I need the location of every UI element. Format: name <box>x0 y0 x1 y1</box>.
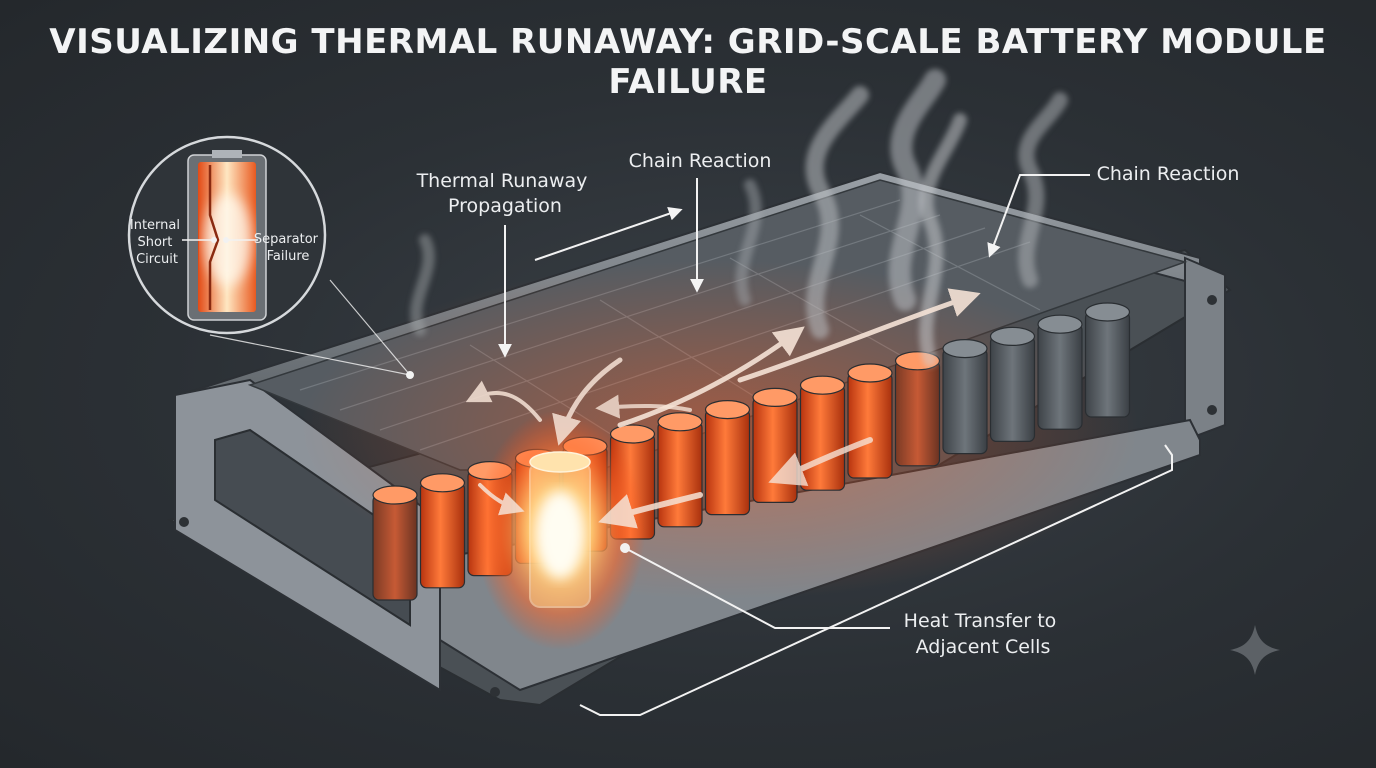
failing-cell-cap <box>529 451 591 473</box>
smoke-plume <box>888 69 946 311</box>
sparkle-icon <box>1230 625 1280 675</box>
inset-pointer-right-dot <box>223 237 229 243</box>
battery-cell <box>799 375 846 491</box>
inset-pointer-left-dot <box>211 237 217 243</box>
inset-magnifier <box>127 135 327 335</box>
heat-arrow <box>768 437 873 487</box>
battery-cell <box>419 473 466 589</box>
module-bracket <box>579 444 1173 716</box>
battery-cell <box>657 412 703 528</box>
heat-arrow <box>598 492 703 529</box>
failing-cell-core <box>536 491 584 579</box>
battery-cell <box>942 339 988 455</box>
heat-arrow <box>478 483 525 516</box>
heat-transfer-leader <box>624 547 890 629</box>
battery-cell <box>894 351 941 467</box>
failing-cell <box>475 410 645 650</box>
heat-arrow <box>617 326 805 428</box>
inset-leader <box>209 334 411 376</box>
inset-terminal <box>212 150 242 158</box>
mount-hole <box>179 517 189 527</box>
heat-arrow <box>737 288 981 383</box>
heat-arrow <box>552 357 623 446</box>
smoke-plume <box>735 179 762 306</box>
inset-label-internal-short: Internal Short Circuit <box>130 218 184 267</box>
separator-line <box>208 165 220 310</box>
label-propagation: Thermal Runaway Propagation <box>416 170 594 217</box>
label-chain-reaction-right: Chain Reaction <box>1097 163 1240 185</box>
heat-arrow <box>595 394 692 419</box>
inset-label-separator: Separator Failure <box>254 232 322 264</box>
mount-hole <box>1207 295 1217 305</box>
chain-reaction-right-leader <box>987 174 1090 258</box>
battery-cell <box>1084 302 1131 418</box>
inset-target-dot <box>406 371 414 379</box>
callout-lines <box>209 174 1173 716</box>
smoke-plume <box>410 234 435 336</box>
heat-flow-arrows <box>465 288 981 529</box>
battery-cell <box>704 400 751 516</box>
propagation-arrow <box>534 207 683 261</box>
battery-cell <box>752 387 798 503</box>
smoke-plume <box>805 86 869 339</box>
battery-cell <box>847 363 893 479</box>
battery-cell <box>989 326 1036 442</box>
module-end-wall <box>1184 256 1226 442</box>
heat-transfer-dot <box>620 543 630 553</box>
inset-leader <box>329 279 411 376</box>
mount-hole <box>1207 405 1217 415</box>
battery-cell <box>372 485 418 601</box>
label-heat-transfer: Heat Transfer to Adjacent Cells <box>904 610 1063 658</box>
battery-cell <box>1037 314 1083 430</box>
smoke-plume <box>1018 92 1068 288</box>
page-title: VISUALIZING THERMAL RUNAWAY: GRID-SCALE … <box>49 22 1327 102</box>
label-chain-reaction-center: Chain Reaction <box>629 150 772 172</box>
smoke-plumes <box>410 69 1068 367</box>
heat-arrow <box>465 380 542 422</box>
smoke-plume <box>919 113 967 367</box>
mount-hole <box>490 687 500 697</box>
